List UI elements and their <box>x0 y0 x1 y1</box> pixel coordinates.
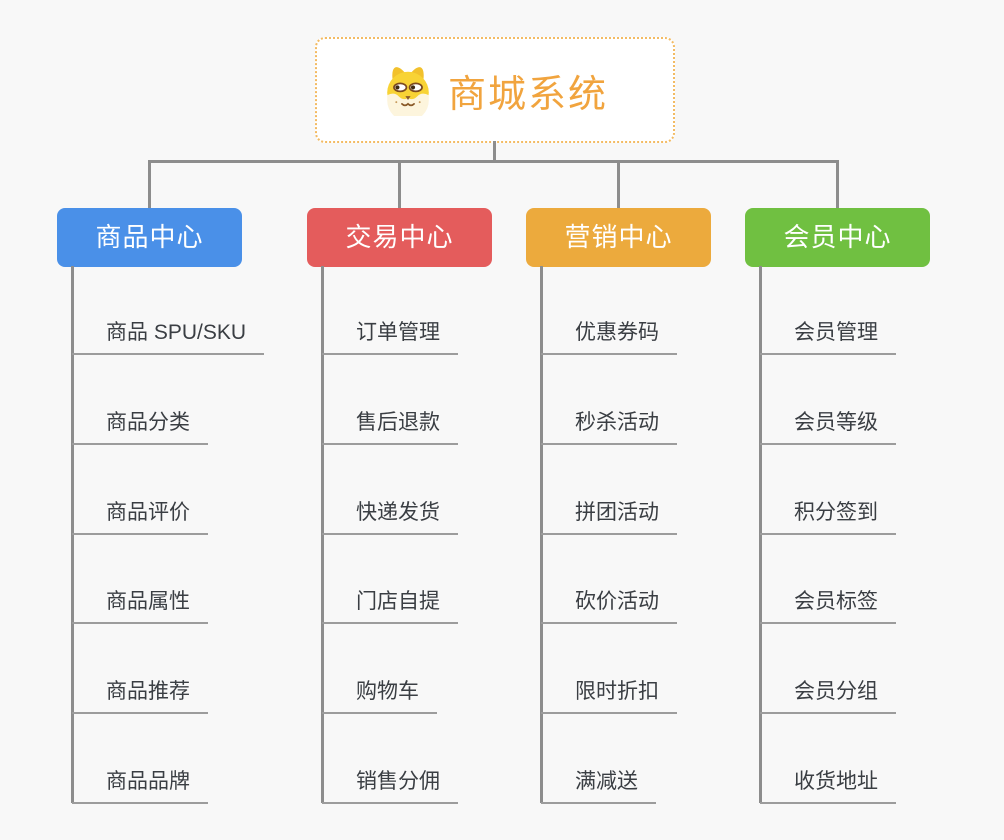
branch-node-marketing-center[interactable]: 营销中心 <box>526 208 711 267</box>
leaf-after-sale-refund[interactable]: 售后退款 <box>322 408 458 445</box>
leaf-member-level[interactable]: 会员等级 <box>760 408 896 445</box>
connector-stub-product <box>148 160 151 208</box>
leaf-product-review[interactable]: 商品评价 <box>72 498 208 535</box>
leaf-bargain-activity[interactable]: 砍价活动 <box>541 587 677 624</box>
leaf-order-management[interactable]: 订单管理 <box>322 318 458 355</box>
leaf-product-spu-sku[interactable]: 商品 SPU/SKU <box>72 318 265 355</box>
leaf-limited-time-discount[interactable]: 限时折扣 <box>541 677 677 714</box>
leaf-flash-sale[interactable]: 秒杀活动 <box>541 408 677 445</box>
leaf-sales-commission[interactable]: 销售分佣 <box>322 767 458 804</box>
leaf-store-pickup[interactable]: 门店自提 <box>322 587 458 624</box>
leaf-express-delivery[interactable]: 快递发货 <box>322 498 458 535</box>
leaf-shopping-cart[interactable]: 购物车 <box>322 677 437 714</box>
branch-node-trade-center[interactable]: 交易中心 <box>307 208 492 267</box>
leaf-shipping-address[interactable]: 收货地址 <box>760 767 896 804</box>
leaf-member-tag[interactable]: 会员标签 <box>760 587 896 624</box>
leaf-group-buy[interactable]: 拼团活动 <box>541 498 677 535</box>
connector-stub-marketing <box>617 160 620 208</box>
leaf-product-attribute[interactable]: 商品属性 <box>72 587 208 624</box>
leaf-product-brand[interactable]: 商品品牌 <box>72 767 208 804</box>
branch-node-member-center[interactable]: 会员中心 <box>745 208 930 267</box>
root-title: 商城系统 <box>447 73 608 116</box>
connector-horizontal-bar <box>148 160 839 163</box>
branch-node-product-center[interactable]: 商品中心 <box>57 208 242 267</box>
connector-stub-member <box>836 160 839 208</box>
leaf-points-checkin[interactable]: 积分签到 <box>760 498 896 535</box>
leaf-member-management[interactable]: 会员管理 <box>760 318 896 355</box>
dog-mascot-icon <box>382 64 434 122</box>
leaf-member-group[interactable]: 会员分组 <box>760 677 896 714</box>
connector-stub-trade <box>398 160 401 208</box>
leaf-product-recommend[interactable]: 商品推荐 <box>72 677 208 714</box>
leaf-product-category[interactable]: 商品分类 <box>72 408 208 445</box>
connector-root-stem <box>493 141 496 162</box>
leaf-full-reduction[interactable]: 满减送 <box>541 767 656 804</box>
root-node[interactable]: 商城系统 <box>315 37 675 143</box>
leaf-coupon-code[interactable]: 优惠券码 <box>541 318 677 355</box>
